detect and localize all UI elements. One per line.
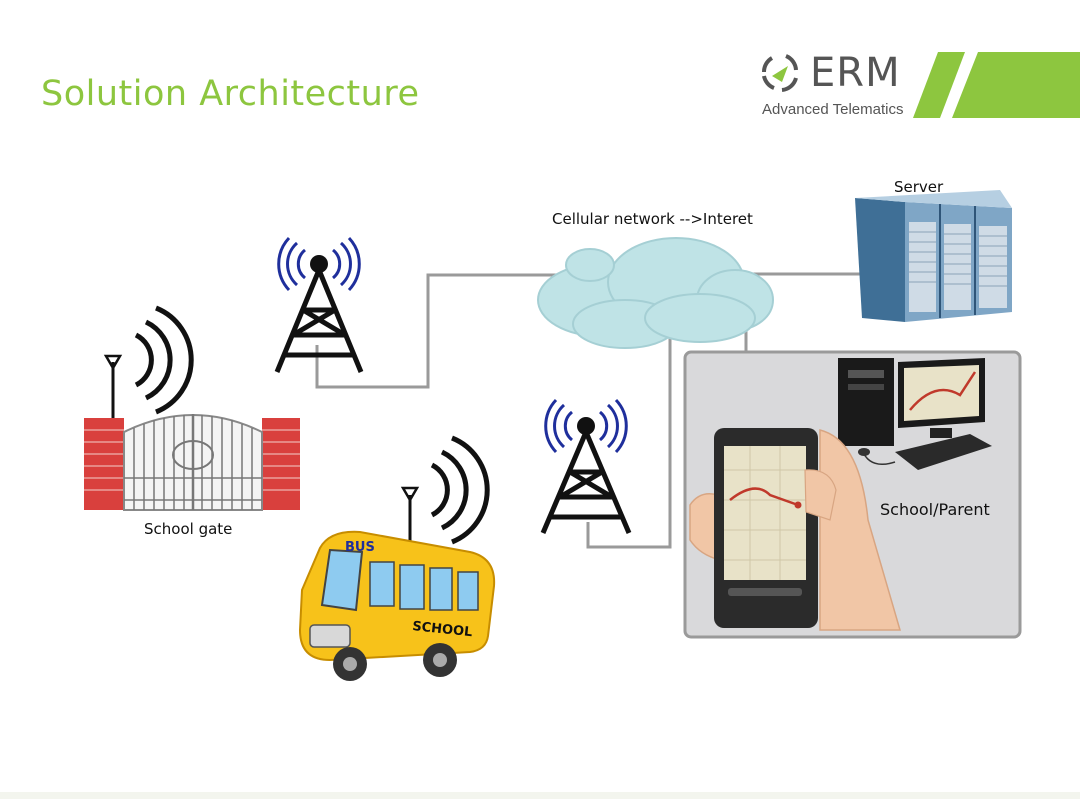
- erm-logo: ERM Advanced Telematics: [760, 50, 1080, 120]
- logo-graphics: [761, 52, 1080, 118]
- wire-tower1-cloud: [315, 273, 570, 389]
- logo-slash-1: [913, 52, 965, 118]
- label-server: Server: [894, 178, 944, 196]
- slide-title: Solution Architecture: [41, 74, 420, 114]
- server-rack-icon: [855, 190, 1012, 322]
- bus-side-sign: SCHOOL: [412, 619, 473, 640]
- cellular-network-cloud: [537, 237, 774, 349]
- logo-target-icon: [761, 54, 798, 92]
- label-school-gate: School gate: [144, 520, 233, 538]
- cell-tower-icon-2: [540, 398, 632, 534]
- bus-top-sign: BUS: [345, 540, 375, 555]
- desktop-computer-icon: [838, 358, 992, 470]
- school-gate-icon: [84, 305, 300, 511]
- cell-tower-icon-1: [274, 236, 364, 373]
- label-school-parent: School/Parent: [880, 500, 990, 519]
- footer-bar: [0, 792, 1080, 799]
- logo-tagline: Advanced Telematics: [762, 101, 904, 118]
- logo-slash-2: [952, 52, 1080, 118]
- label-cellular-network: Cellular network -->Interet: [552, 210, 753, 228]
- wire-tower2-cloud: [586, 335, 672, 549]
- smartphone-icon: [689, 428, 901, 631]
- school-parent-panel: [683, 350, 1022, 639]
- logo-brand: ERM: [810, 50, 901, 96]
- school-bus-icon: BUS SCHOOL: [298, 435, 496, 681]
